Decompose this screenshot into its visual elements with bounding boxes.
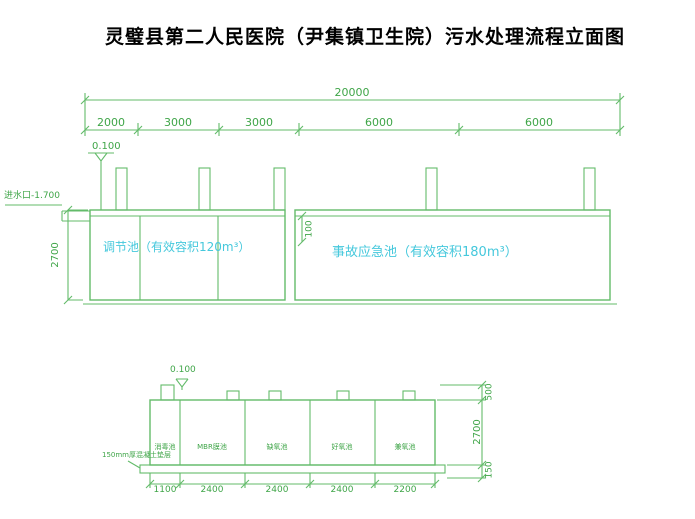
compartment-label: 好氧池 <box>331 443 353 451</box>
tank2-label: 事故应急池（有效容积180m³） <box>332 245 518 260</box>
segment-dimension: 3000 <box>245 116 273 129</box>
overall-dimension: 20000 <box>334 86 370 99</box>
tank1-outline <box>89 209 286 301</box>
compartment-dividers <box>179 400 376 465</box>
height-dimension: 150 <box>484 461 495 479</box>
width-dimension: 1100 <box>153 485 177 495</box>
vent-stub <box>226 390 240 401</box>
freeboard-dim-line <box>297 211 307 247</box>
tank-height-dimension: 2700 <box>50 242 61 268</box>
vent-stub <box>583 167 596 211</box>
height-extension-lines <box>437 384 486 479</box>
vent-stub <box>425 167 438 211</box>
height-dimension: 2700 <box>472 419 483 445</box>
width-extension-lines <box>149 473 436 488</box>
vent-stub <box>402 390 416 401</box>
base-slab <box>139 464 446 474</box>
vent-stub <box>198 167 211 211</box>
lower-elevation-linework <box>127 378 487 489</box>
segment-dimension: 6000 <box>365 116 393 129</box>
width-dimension: 2200 <box>393 485 417 495</box>
base-slab-note: 150mm厚混凝土垫层 <box>102 451 171 459</box>
width-dimension: 2400 <box>200 485 224 495</box>
level-marker-icon <box>175 378 189 390</box>
inlet-pipe <box>5 204 90 222</box>
segment-dimension: 6000 <box>525 116 553 129</box>
level-marker-icon <box>88 152 114 210</box>
tank1-label: 调节池（有效容积120m³） <box>103 240 251 254</box>
level-marker-label: 0.100 <box>92 141 121 152</box>
dim-ticks <box>80 95 625 105</box>
segment-dimension: 3000 <box>164 116 192 129</box>
base-note-leader <box>127 460 141 469</box>
segment-dim-ticks <box>80 125 625 135</box>
upper-elevation-linework <box>5 93 625 305</box>
tall-stub <box>160 384 175 401</box>
tank2-outline <box>294 209 611 301</box>
process-tank-outline <box>149 399 436 466</box>
inlet-label: 进水口-1.700 <box>4 191 61 201</box>
width-dimension: 2400 <box>265 485 289 495</box>
width-dim-ticks <box>145 479 440 489</box>
vent-stub <box>268 390 282 401</box>
compartment-label: 兼氧池 <box>394 443 416 451</box>
level-marker-label: 0.100 <box>170 365 196 375</box>
vent-stub <box>273 167 286 211</box>
height-dimension: 500 <box>484 383 495 401</box>
tank-wall-lines <box>83 215 617 305</box>
vent-stub <box>336 390 350 401</box>
width-dimension: 2400 <box>330 485 354 495</box>
compartment-label: 缺氧池 <box>266 443 288 451</box>
segment-dimension: 2000 <box>97 116 125 129</box>
drawing-title: 灵璧县第二人民医院（尹集镇卫生院）污水处理流程立面图 <box>104 26 626 48</box>
height-dim-line <box>63 205 88 305</box>
freeboard-dimension: 100 <box>304 220 315 238</box>
compartment-label: 消毒池 <box>154 443 176 451</box>
height-dim-ticks <box>477 380 487 483</box>
compartment-label: MBR膜池 <box>197 443 227 451</box>
vent-stub <box>115 167 128 211</box>
